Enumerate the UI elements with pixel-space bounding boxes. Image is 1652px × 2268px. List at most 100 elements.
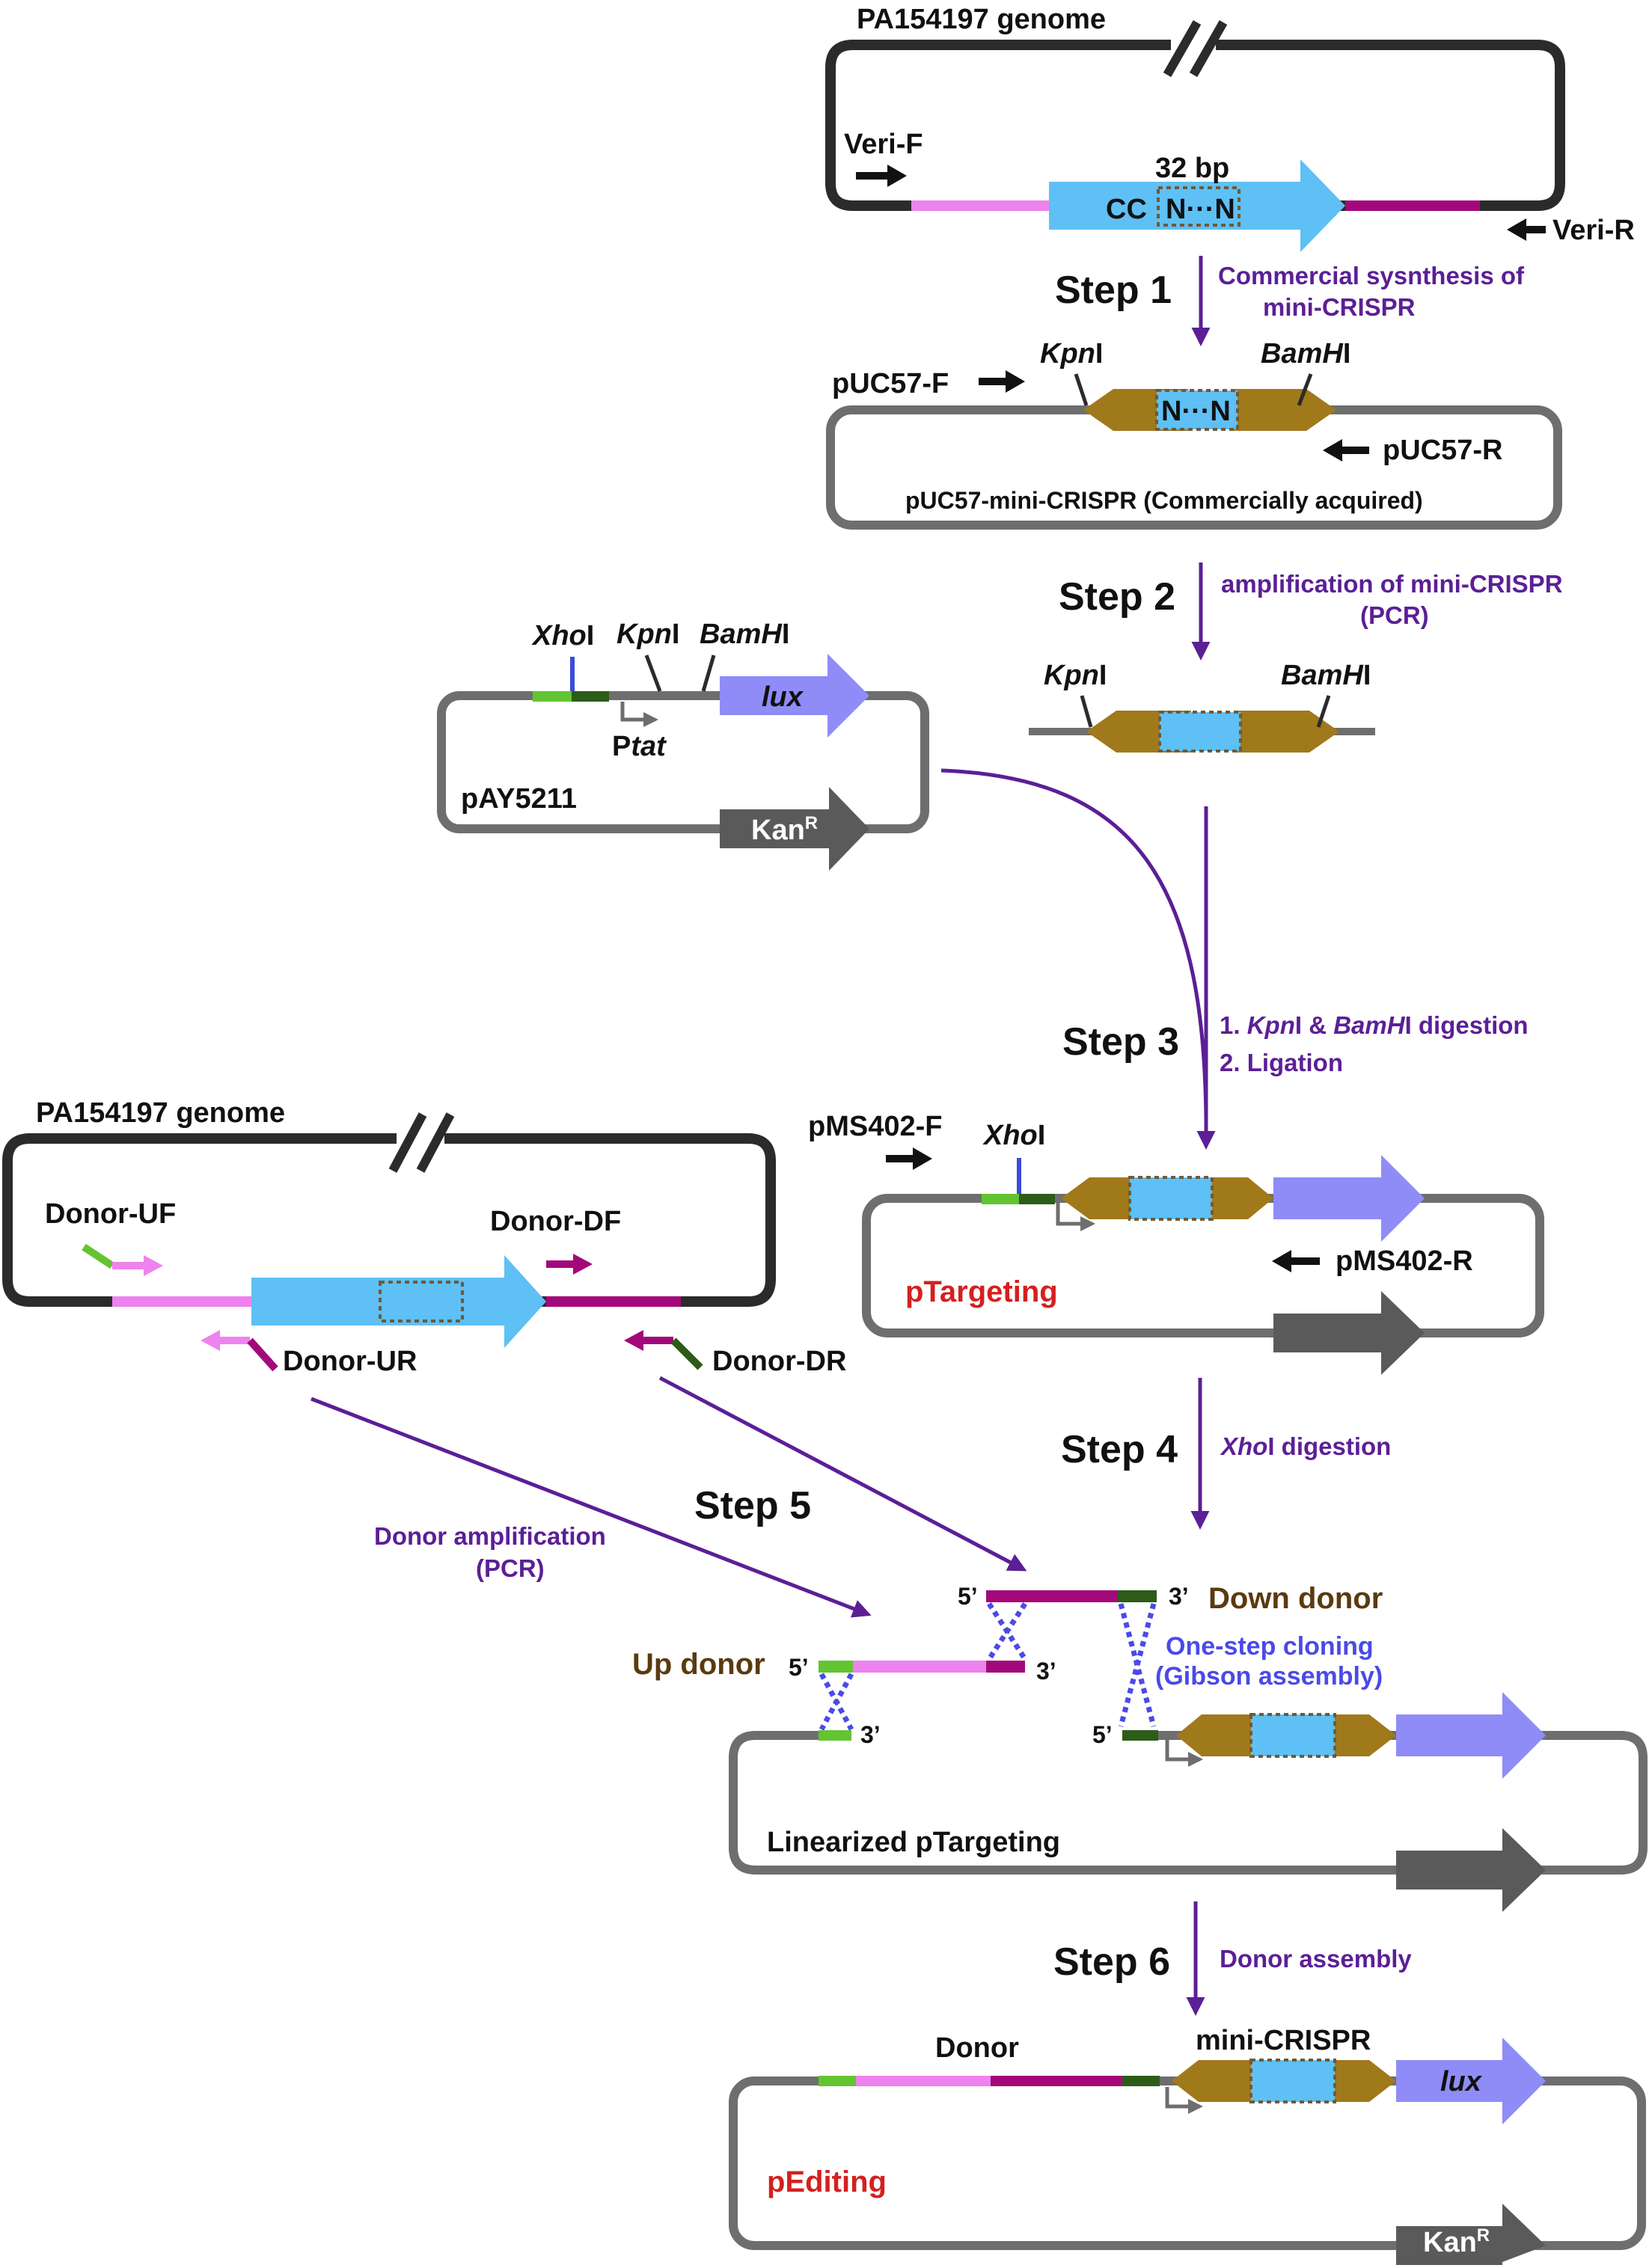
puc57-plasmid: N···N KpnI BamHI pUC57-F pUC57-R pUC57-m… (826, 338, 1562, 530)
step-6: Step 6 Donor assembly (1053, 1901, 1412, 2016)
gibson-assembly: 5’ 3’ Down donor 5’ 3’ Up donor One-step… (632, 1582, 1648, 1912)
up-donor-green-end (819, 1661, 853, 1673)
step-3: Step 3 1. KpnI & BamHI digestion 2. Liga… (940, 768, 1529, 1150)
tick-mark-icon (1074, 373, 1089, 406)
genome-top: PA154197 genome CC N···N 32 bp Veri-F Ve… (825, 4, 1635, 252)
step-1-desc-line-2: mini-CRISPR (1263, 293, 1416, 321)
double-slash-icon (388, 1112, 455, 1173)
ptargeting-plasmid-name: pTargeting (905, 1275, 1058, 1308)
tick-mark-icon (1080, 695, 1093, 728)
right-arrow-icon (886, 1147, 932, 1170)
step-5-desc-line-2: (PCR) (476, 1554, 545, 1582)
puc57-r-primer-label: pUC57-R (1383, 435, 1502, 466)
bamhi-site-label: BamHI (1261, 338, 1350, 370)
homology-arm-dark (572, 691, 609, 702)
bent-arrow-icon (620, 702, 658, 727)
crossover-overlaps (819, 1602, 1157, 1731)
kanr-label: KanR (1423, 2225, 1490, 2258)
step-6-desc: Donor assembly (1220, 1945, 1412, 1973)
spacer-box (1128, 1176, 1214, 1221)
kanr-arrow (1396, 1828, 1546, 1912)
step-2-desc-line-2: (PCR) (1360, 601, 1429, 629)
right-arrow-icon (112, 1255, 163, 1276)
bent-arrow-icon (1165, 2087, 1203, 2114)
pay5211-plasmid: XhoI KpnI BamHI Ptat lux pAY5211 KanR (437, 619, 929, 871)
downstream-homology-segment (546, 1296, 681, 1307)
tick-mark-icon (1297, 373, 1313, 406)
repeat-right (1335, 2060, 1396, 2102)
step-2: Step 2 amplification of mini-CRISPR (PCR… (1059, 563, 1563, 661)
bent-arrow-icon (1165, 1740, 1203, 1767)
donor-ur-tail (247, 1337, 278, 1372)
step-2-label: Step 2 (1059, 575, 1175, 619)
kpni-site-label: KpnI (1040, 338, 1103, 370)
target-gene-arrow (251, 1255, 546, 1348)
repeat-right (1232, 389, 1336, 431)
donor-df-primer-label: Donor-DF (490, 1206, 621, 1237)
spacer-box (1249, 2059, 1336, 2103)
donor-up-arm (856, 2076, 991, 2086)
linear-three-prime: 3’ (860, 1721, 881, 1748)
donor-down-arm (991, 2076, 1122, 2086)
lux-label: lux (1440, 2066, 1483, 2097)
left-arrow-icon (1323, 439, 1369, 462)
step-1: Step 1 Commercial sysnthesis of mini-CRI… (1055, 256, 1525, 346)
step-1-desc-line-1: Commercial sysnthesis of (1218, 262, 1525, 289)
step-1-label: Step 1 (1055, 269, 1172, 312)
double-slash-icon (1163, 20, 1228, 77)
left-arrow-icon (624, 1330, 673, 1351)
spacer-box (379, 1281, 464, 1323)
pms402-f-primer-label: pMS402-F (808, 1111, 942, 1142)
right-arrow-icon (546, 1254, 593, 1275)
step-5-arrow-up-donor (310, 1397, 872, 1618)
mini-crispr-pcr-product: KpnI BamHI (1029, 660, 1375, 753)
veri-r-primer-label: Veri-R (1552, 215, 1635, 246)
up-donor-three-prime: 3’ (1036, 1658, 1056, 1685)
pms402-r-primer-label: pMS402-R (1336, 1245, 1473, 1277)
repeat-right (1235, 711, 1339, 753)
repeat-left (1061, 1177, 1130, 1219)
kanr-arrow (720, 787, 869, 871)
step-3-label: Step 3 (1062, 1020, 1179, 1064)
step-4-desc: XhoI digestion (1220, 1432, 1391, 1460)
homology-arm-light (819, 2076, 856, 2086)
lux-label: lux (762, 681, 804, 713)
right-arrow-icon (856, 165, 907, 187)
linearized-backbone (729, 1731, 1648, 1875)
up-donor-magenta-end (986, 1661, 1025, 1673)
tick-mark-icon (701, 655, 716, 692)
donor-dr-tail (670, 1337, 703, 1370)
step-5: Step 5 Donor amplification (PCR) (310, 1376, 1027, 1618)
step-6-label: Step 6 (1053, 1940, 1170, 1984)
spacer-label: N···N (1166, 194, 1235, 225)
gibson-desc-line-1: One-step cloning (1166, 1632, 1374, 1661)
genome-left-title: PA154197 genome (36, 1097, 285, 1129)
donor-uf-primer-label: Donor-UF (45, 1198, 176, 1230)
lux-reporter-arrow (1396, 2038, 1546, 2124)
step-3-desc-line-2: 2. Ligation (1220, 1049, 1343, 1076)
kanr-arrow (1396, 2204, 1546, 2265)
bamhi-site-label: BamHI (1281, 660, 1371, 691)
repeat-left (1172, 2060, 1251, 2102)
up-donor-five-prime: 5’ (789, 1654, 809, 1681)
homology-arm-dark (1122, 2076, 1160, 2086)
genome-left: PA154197 genome Donor-UF Donor-DF Donor-… (2, 1097, 846, 1377)
down-donor-green-end (1118, 1590, 1157, 1602)
gibson-desc-line-2: (Gibson assembly) (1155, 1662, 1383, 1691)
target-gene-arrow (1049, 159, 1345, 252)
pay5211-plasmid-name: pAY5211 (461, 783, 577, 815)
kanr-arrow (1273, 1291, 1425, 1375)
homology-arm-light (533, 691, 572, 702)
pediting-plasmid-name: pEditing (767, 2166, 887, 2198)
xhoi-site-label: XhoI (531, 620, 594, 652)
veri-f-primer-label: Veri-F (844, 129, 923, 160)
repeat-right (1212, 1177, 1273, 1219)
down-donor-label: Down donor (1208, 1582, 1383, 1615)
puc57-plasmid-name: pUC57-mini-CRISPR (Commercially acquired… (905, 487, 1423, 514)
down-donor-magenta (986, 1590, 1118, 1602)
spacer-label: N···N (1161, 396, 1231, 427)
kpni-site-label: KpnI (617, 619, 679, 650)
up-donor-pink (853, 1661, 986, 1673)
spacer-length-label: 32 bp (1155, 153, 1229, 184)
